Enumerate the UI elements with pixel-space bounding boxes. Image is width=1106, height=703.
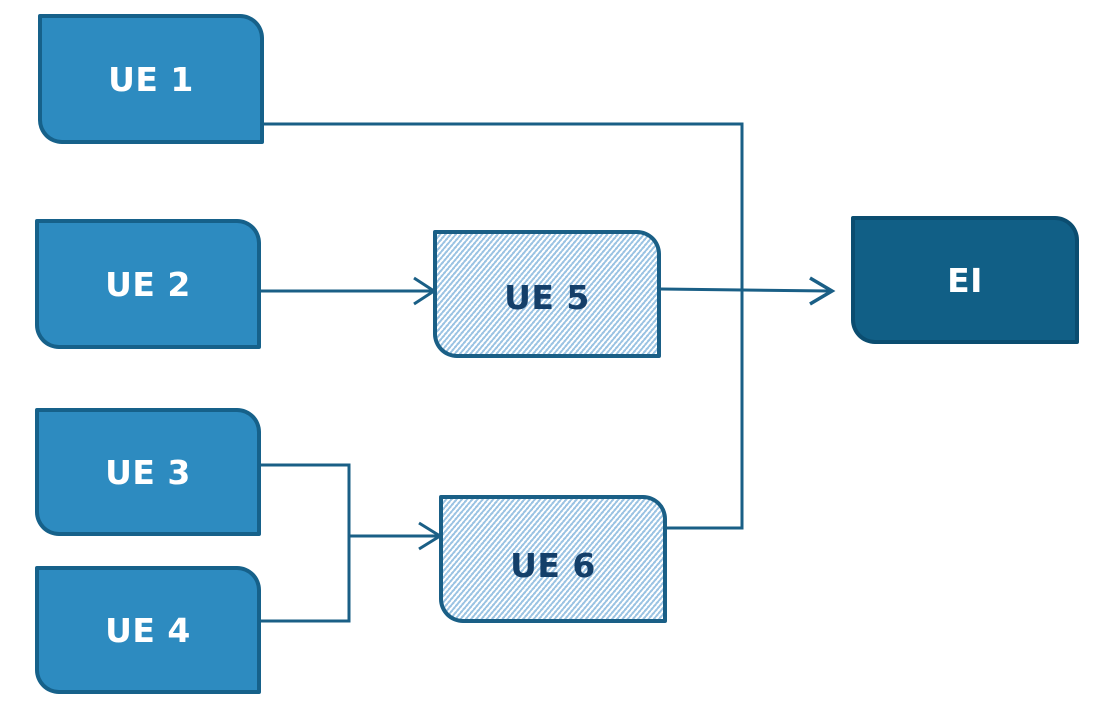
node-ue-6-label: UE 6 — [510, 545, 596, 585]
node-ue-5-label: UE 5 — [504, 277, 590, 317]
node-ue-4-label: UE 4 — [105, 610, 191, 650]
edge-ue5-ei — [660, 287, 831, 293]
node-ei: EI — [851, 216, 1079, 344]
node-ue-2-label: UE 2 — [105, 264, 191, 304]
node-ue-4: UE 4 — [35, 566, 261, 694]
node-ue-6: UE 6 — [439, 495, 667, 623]
edge-ue3-ue6 — [261, 463, 351, 536]
edge-ue4-ue6 — [261, 536, 351, 623]
node-ue-5: UE 5 — [433, 230, 661, 358]
node-ue-3-label: UE 3 — [105, 452, 191, 492]
arrow-head-ei — [809, 276, 836, 306]
node-ue-2: UE 2 — [35, 219, 261, 349]
edge-ue6-ei — [667, 291, 744, 530]
node-ue-3: UE 3 — [35, 408, 261, 536]
node-ei-label: EI — [947, 260, 983, 300]
node-ue-1: UE 1 — [38, 14, 264, 144]
node-ue-1-label: UE 1 — [108, 59, 194, 99]
edge-ue1-ei — [262, 122, 744, 291]
